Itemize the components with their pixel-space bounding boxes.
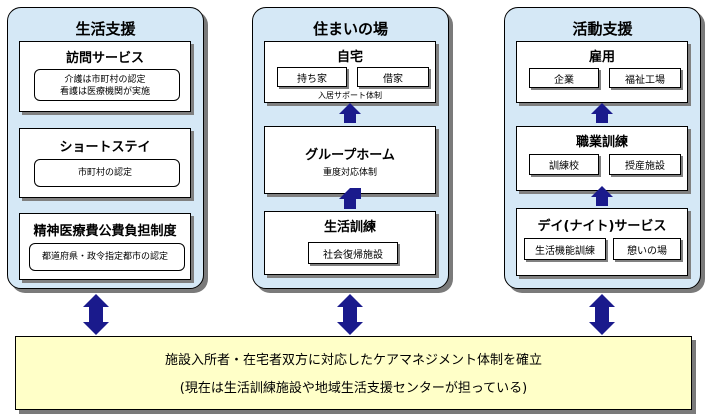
card-koyou: 雇用 企業 福祉工場 — [516, 41, 688, 103]
note-line: 都道府県・政令指定都市の認定 — [41, 252, 168, 262]
arrow-up-icon — [339, 103, 361, 123]
card-houmon-service: 訪問サービス 介護は市町村の認定 看護は医療機関が実施 — [19, 41, 191, 112]
bracket-frame — [34, 69, 180, 101]
card-title: ショートステイ — [59, 140, 151, 155]
card-title: グループホーム — [305, 148, 395, 163]
column-katsudou-shien: 活動支援 雇用 企業 福祉工場 職業訓練 訓練校 授産施設 デイ(ナイト)サービ… — [504, 7, 701, 289]
card-seikatsu-kunren: 生活訓練 社会復帰施設 — [264, 211, 436, 275]
card-title: 生活訓練 — [323, 220, 376, 235]
column-title: 住まいの場 — [312, 20, 388, 38]
card-title: 精神医療費公費負担制度 — [33, 224, 177, 239]
chip-shakuya: 借家 — [357, 67, 429, 87]
double-arrow-icon — [589, 294, 615, 335]
arrow-up-icon — [339, 188, 361, 209]
card-title: 職業訓練 — [575, 135, 628, 150]
card-iryouhi-kouhi: 精神医療費公費負担制度 都道府県・政令指定都市の認定 — [19, 213, 191, 280]
column-title: 生活支援 — [75, 20, 136, 38]
column-sumai-no-ba: 住まいの場 自宅 持ち家 借家 入居サポート体制 グループホーム 重度対応体制 … — [252, 7, 449, 289]
card-title: デイ(ナイト)サービス — [537, 219, 667, 234]
note-line: 市町村の認定 — [77, 168, 132, 178]
card-jitaku: 自宅 持ち家 借家 入居サポート体制 — [264, 41, 436, 103]
chip-mochiie: 持ち家 — [277, 67, 347, 87]
note-line: 重度対応体制 — [322, 168, 377, 178]
summary-line-2: (現在は生活訓練施設や地域生活支援センターが担っている) — [179, 381, 528, 396]
note-line: 看護は医療機関が実施 — [59, 87, 150, 97]
note-line: 介護は市町村の認定 — [64, 75, 146, 85]
column-seikatsu-shien: 生活支援 訪問サービス 介護は市町村の認定 看護は医療機関が実施 ショートステイ… — [7, 7, 204, 289]
chip-shakai-fukki: 社会復帰施設 — [308, 242, 398, 264]
column-title: 活動支援 — [572, 20, 633, 38]
bracket-frame — [34, 159, 180, 187]
chip-fukushi-koujou: 福祉工場 — [609, 68, 681, 88]
card-day-service: デイ(ナイト)サービス 生活機能訓練 憩いの場 — [516, 208, 688, 276]
chip-jusan-shisetsu: 授産施設 — [609, 154, 681, 175]
bracket-frame — [29, 243, 185, 271]
chip-kigyou: 企業 — [529, 68, 599, 88]
double-arrow-icon — [83, 294, 109, 335]
note-line: 入居サポート体制 — [318, 91, 382, 100]
summary-line-1: 施設入所者・在宅者双方に対応したケアマネジメント体制を確立 — [164, 353, 542, 368]
chip-seikatsu-kinou: 生活機能訓練 — [524, 238, 606, 260]
card-title: 自宅 — [336, 50, 363, 65]
card-title: 訪問サービス — [65, 51, 144, 66]
arrow-up-icon — [591, 103, 613, 123]
summary-box: 施設入所者・在宅者双方に対応したケアマネジメント体制を確立 (現在は生活訓練施設… — [15, 336, 692, 410]
card-shokugyou-kunren: 職業訓練 訓練校 授産施設 — [516, 126, 688, 191]
card-short-stay: ショートステイ 市町村の認定 — [19, 128, 191, 198]
double-arrow-icon — [337, 294, 363, 335]
chip-kunrenkou: 訓練校 — [529, 154, 599, 175]
chip-ikoi-no-ba: 憩いの場 — [613, 238, 681, 260]
card-title: 雇用 — [588, 50, 615, 65]
arrow-up-icon — [591, 186, 613, 206]
card-group-home: グループホーム 重度対応体制 — [264, 126, 436, 194]
